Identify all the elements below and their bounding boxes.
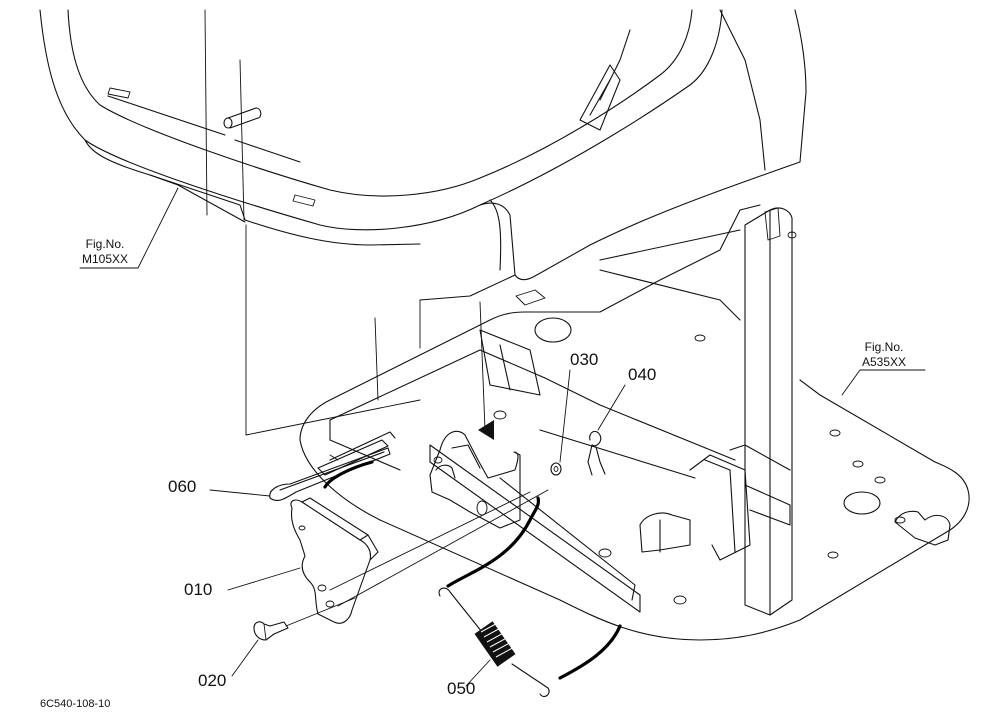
seat-frame bbox=[39, 9, 807, 436]
figure-ref-a535xx-line2: A535XX bbox=[862, 355, 907, 369]
leader-lines bbox=[79, 187, 926, 687]
assembly-arcs bbox=[323, 460, 622, 680]
rail-assembly bbox=[429, 429, 791, 613]
figure-ref-a535xx-line1: Fig.No. bbox=[864, 340, 904, 354]
figure-ref-m105xx: Fig.No. M105XX bbox=[82, 237, 128, 267]
spring-050 bbox=[438, 587, 550, 697]
part-label-030: 030 bbox=[570, 350, 599, 369]
part-label-060: 060 bbox=[168, 477, 197, 496]
latch-assembly bbox=[253, 420, 606, 641]
part-label-050: 050 bbox=[447, 679, 476, 698]
figure-ref-m105xx-line2: M105XX bbox=[82, 252, 129, 266]
figure-ref-a535xx: Fig.No. A535XX bbox=[862, 340, 906, 370]
drawing-code: 6C540-108-10 bbox=[40, 698, 111, 710]
base-plate bbox=[299, 204, 970, 641]
part-label-020: 020 bbox=[198, 671, 227, 690]
figure-ref-m105xx-line1: Fig.No. bbox=[85, 237, 125, 251]
part-label-040: 040 bbox=[628, 365, 657, 384]
part-label-010: 010 bbox=[184, 580, 213, 599]
